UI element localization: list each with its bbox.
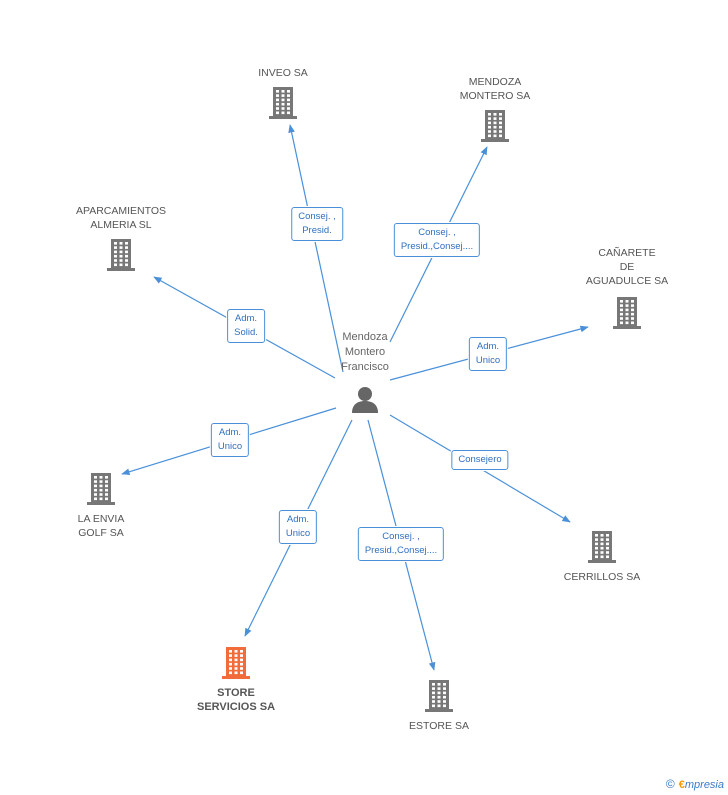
company-node-store[interactable] xyxy=(220,646,252,685)
relation-label-aparcamientos[interactable]: Adm. Solid. xyxy=(227,309,265,343)
edge-inveo xyxy=(288,124,344,373)
building-icon xyxy=(269,87,297,119)
relation-label-inveo[interactable]: Consej. , Presid. xyxy=(291,207,343,241)
person-label[interactable]: Mendoza Montero Francisco xyxy=(341,331,389,373)
company-label-la-envia[interactable]: LA ENVIA GOLF SA xyxy=(77,513,125,539)
company-label-store[interactable]: STORE SERVICIOS SA xyxy=(196,687,276,713)
brand-name: mpresia xyxy=(684,779,724,791)
company-label-cerrillos[interactable]: CERRILLOS SA xyxy=(563,571,641,583)
relation-label-cerrillos[interactable]: Consejero xyxy=(451,450,509,470)
company-label-aparcamientos[interactable]: APARCAMIENTOS ALMERIA SL xyxy=(75,205,167,231)
person-icon xyxy=(352,387,378,413)
company-node-estore[interactable] xyxy=(423,679,455,718)
company-node-la-envia[interactable] xyxy=(85,472,117,511)
relation-label-canarete[interactable]: Adm. Unico xyxy=(468,337,508,371)
relation-label-mendoza-montero[interactable]: Consej. , Presid.,Consej.... xyxy=(393,223,481,257)
company-label-canarete[interactable]: CAÑARETE DE AGUADULCE SA xyxy=(585,247,669,287)
building-icon xyxy=(87,473,115,505)
copyright-icon: © xyxy=(665,777,675,791)
relation-label-estore[interactable]: Consej. , Presid.,Consej.... xyxy=(357,527,445,561)
building-icon xyxy=(107,239,135,271)
building-icon xyxy=(481,110,509,142)
person-node[interactable] xyxy=(350,385,380,420)
company-node-mendoza-montero[interactable] xyxy=(479,109,511,148)
company-label-inveo[interactable]: INVEO SA xyxy=(258,67,308,79)
brand-footer: ©€mpresia xyxy=(666,777,724,791)
building-icon xyxy=(425,680,453,712)
company-node-cerrillos[interactable] xyxy=(586,530,618,569)
building-icon xyxy=(588,531,616,563)
brand-logo-letter: € xyxy=(678,779,685,791)
company-label-estore[interactable]: ESTORE SA xyxy=(409,720,469,732)
relation-label-la-envia[interactable]: Adm. Unico xyxy=(210,423,250,457)
company-label-mendoza-montero[interactable]: MENDOZA MONTERO SA xyxy=(459,76,531,102)
company-node-aparcamientos[interactable] xyxy=(105,238,137,277)
company-node-canarete[interactable] xyxy=(611,296,643,335)
company-node-inveo[interactable] xyxy=(267,86,299,125)
building-icon xyxy=(613,297,641,329)
relation-label-store[interactable]: Adm. Unico xyxy=(278,510,318,544)
building-icon xyxy=(222,647,250,679)
